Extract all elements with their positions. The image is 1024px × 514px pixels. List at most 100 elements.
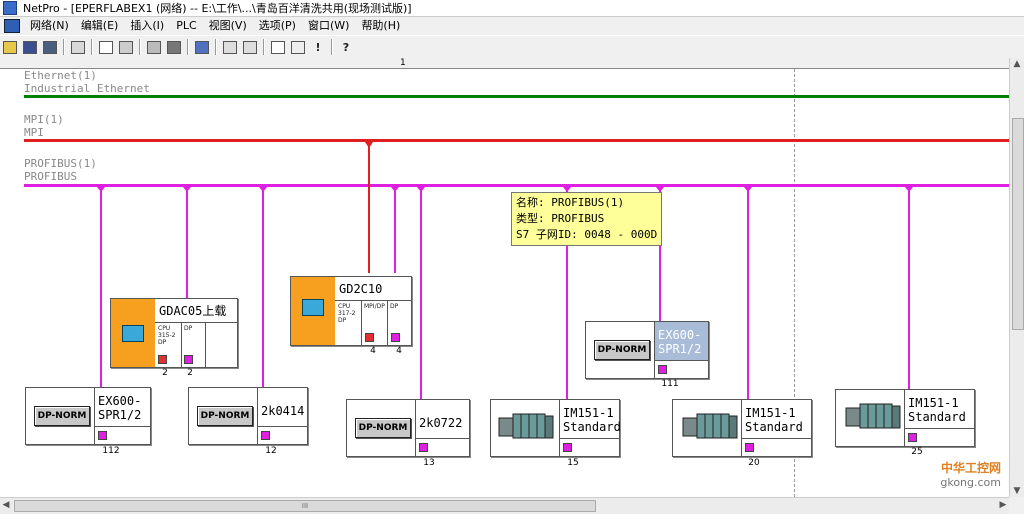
menu-plc[interactable]: PLC: [176, 19, 197, 32]
mpi-label[interactable]: MPI(1) MPI: [24, 113, 64, 139]
dp-address: 111: [661, 379, 679, 389]
dp-port[interactable]: [563, 443, 572, 452]
watermark-url: gkong.com: [940, 476, 1001, 489]
slave-im151-25[interactable]: IM151-1 Standard: [835, 389, 975, 447]
exclamation-icon[interactable]: !: [315, 40, 321, 54]
dp-norm-icon: DP-NORM: [34, 406, 90, 426]
profibus-type: PROFIBUS: [24, 170, 77, 183]
upload-icon[interactable]: [166, 39, 182, 55]
dp-port[interactable]: [98, 431, 107, 440]
slave-name-line2: SPR1/2: [658, 342, 702, 356]
slave-im151-20[interactable]: IM151-1 Standard: [672, 399, 812, 457]
mpi-port[interactable]: [158, 355, 167, 364]
mpi-address: 4: [370, 346, 376, 356]
document-icon[interactable]: [4, 18, 20, 33]
slave-2k0722[interactable]: DP-NORM 2k0722: [346, 399, 470, 457]
dp-port[interactable]: [419, 443, 428, 452]
configure-icon[interactable]: [194, 39, 210, 55]
open-icon[interactable]: [2, 39, 18, 55]
properties-icon[interactable]: [242, 39, 258, 55]
toolbar-separator: [263, 39, 265, 55]
divider: [654, 360, 708, 361]
dp-slot: DP: [390, 303, 399, 310]
ethernet-line[interactable]: [24, 95, 1009, 98]
cpu-icon: [122, 325, 144, 342]
dp-address: 25: [911, 447, 923, 457]
dp-address: 112: [102, 446, 120, 456]
profibus-node-marker: [183, 187, 191, 192]
scroll-right-icon[interactable]: ▶: [999, 500, 1007, 510]
print-icon[interactable]: [70, 39, 86, 55]
scroll-left-icon[interactable]: ◀: [2, 500, 10, 510]
slave-ex600-111[interactable]: DP-NORM EX600- SPR1/2: [585, 321, 709, 379]
slave-name-line2: Standard: [745, 420, 803, 434]
consistency-check-icon[interactable]: [290, 39, 306, 55]
save-icon[interactable]: [22, 39, 38, 55]
dp-port[interactable]: [908, 433, 917, 442]
et200s-module-icon: [682, 413, 738, 439]
selection-highlight: [655, 322, 708, 360]
divider: [415, 438, 469, 439]
mpi-line[interactable]: [24, 139, 1009, 142]
slave-name: 2k0414: [261, 404, 305, 418]
profibus-label[interactable]: PROFIBUS(1) PROFIBUS: [24, 157, 97, 183]
slave-im151-15[interactable]: IM151-1 Standard: [490, 399, 621, 457]
download-icon[interactable]: [146, 39, 162, 55]
menu-view[interactable]: 视图(V): [208, 19, 247, 32]
divider: [904, 390, 905, 446]
help-icon[interactable]: ?: [342, 40, 350, 54]
slave-name-line2: SPR1/2: [98, 408, 142, 422]
profibus-drop: [394, 187, 396, 273]
station-name: GDAC05上载: [159, 304, 227, 318]
menu-help[interactable]: 帮助(H): [361, 19, 401, 32]
toolbar-separator: [215, 39, 217, 55]
tooltip-subnet-id: S7 子网ID: 0048 - 000D: [516, 228, 658, 241]
menu-edit[interactable]: 编辑(E): [80, 19, 119, 32]
paste-icon[interactable]: [118, 39, 134, 55]
horizontal-scrollbar[interactable]: ◀ III ▶: [0, 497, 1009, 514]
dp-port[interactable]: [184, 355, 193, 364]
slave-2k0414[interactable]: DP-NORM 2k0414: [188, 387, 308, 445]
vertical-scrollbar[interactable]: ▲ ▼: [1009, 58, 1024, 497]
profibus-drop: [186, 187, 188, 299]
cpu-model: CPU 317-2 DP: [338, 303, 356, 324]
ethernet-type: Industrial Ethernet: [24, 82, 150, 95]
dp-address: 13: [423, 458, 435, 468]
profibus-line[interactable]: [24, 184, 1009, 187]
copy-icon[interactable]: [98, 39, 114, 55]
filter-icon[interactable]: [222, 39, 238, 55]
scroll-down-icon[interactable]: ▼: [1013, 486, 1021, 496]
dp-address: 12: [265, 446, 277, 456]
menu-window[interactable]: 窗口(W): [307, 19, 350, 32]
et200s-module-icon: [498, 413, 554, 439]
tooltip-type: 类型: PROFIBUS: [516, 212, 605, 225]
profibus-node-marker: [905, 187, 913, 192]
station-gd2c10[interactable]: GD2C10 CPU 317-2 DP MPI/DP DP: [290, 276, 412, 346]
menu-network[interactable]: 网络(N): [30, 19, 69, 32]
save-compile-icon[interactable]: [42, 39, 58, 55]
slave-ex600-112[interactable]: DP-NORM EX600- SPR1/2: [25, 387, 151, 445]
divider: [654, 322, 655, 378]
network-canvas[interactable]: Ethernet(1) Industrial Ethernet MPI(1) M…: [0, 69, 1009, 497]
menu-options[interactable]: 选项(P): [258, 19, 296, 32]
vertical-scroll-thumb[interactable]: [1012, 118, 1024, 330]
dp-norm-icon: DP-NORM: [594, 340, 650, 360]
dp-port[interactable]: [658, 365, 667, 374]
display-icon[interactable]: [270, 39, 286, 55]
horizontal-scroll-thumb[interactable]: III: [14, 500, 596, 512]
menu-insert[interactable]: 插入(I): [130, 19, 165, 32]
mpi-dp-port[interactable]: [365, 333, 374, 342]
watermark: 中华工控网 gkong.com: [940, 459, 1001, 489]
ethernet-label[interactable]: Ethernet(1) Industrial Ethernet: [24, 69, 150, 95]
scroll-up-icon[interactable]: ▲: [1013, 59, 1021, 69]
station-name: GD2C10: [339, 282, 383, 296]
dp-slot: DP: [184, 325, 193, 332]
dp-port[interactable]: [391, 333, 400, 342]
dp-port[interactable]: [261, 431, 270, 440]
station-gdac05[interactable]: GDAC05上载 CPU 315-2 DP DP: [110, 298, 238, 368]
dp-port[interactable]: [745, 443, 754, 452]
slave-name-line1: EX600-: [98, 394, 142, 408]
ethernet-name: Ethernet(1): [24, 69, 97, 82]
divider: [741, 400, 742, 456]
divider: [387, 300, 388, 345]
